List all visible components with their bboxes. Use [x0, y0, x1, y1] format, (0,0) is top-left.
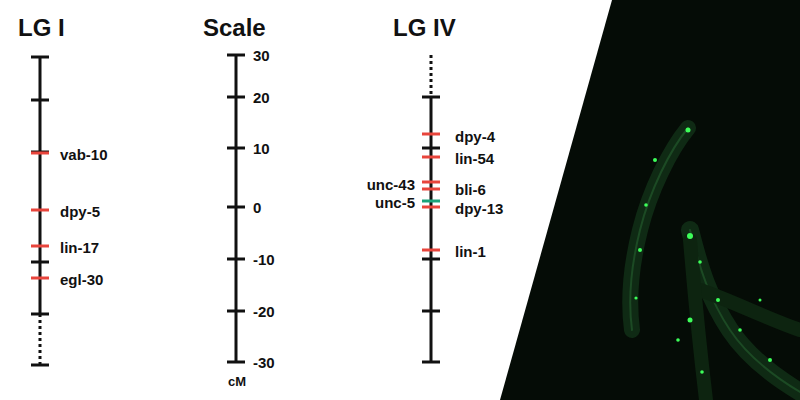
gene-label: egl-30: [60, 272, 103, 287]
scale-number: 10: [253, 141, 270, 156]
gene-label: dpy-4: [455, 129, 495, 144]
lg1-gene-ticks: [31, 153, 49, 278]
gene-label: vab-10: [60, 147, 108, 162]
gene-label: lin-1: [455, 244, 486, 259]
scale-number: 30: [253, 48, 270, 63]
unit-label: cM: [228, 375, 246, 388]
gene-label: bli-6: [455, 182, 486, 197]
microscopy-panel: [500, 0, 800, 400]
gene-label: dpy-5: [60, 204, 100, 219]
gene-label: unc-43: [367, 177, 415, 192]
scale-number: -10: [253, 252, 275, 267]
scale-number: 20: [253, 90, 270, 105]
fluorescent-dots: [634, 128, 772, 374]
scale-title: Scale: [203, 16, 266, 40]
scale-number: -20: [253, 304, 275, 319]
gene-label: lin-17: [60, 240, 99, 255]
lg4-axis: [422, 55, 440, 362]
gene-label: unc-5: [375, 195, 415, 210]
lg1-axis: [31, 57, 49, 365]
lg4-highlight-tick: [422, 200, 440, 203]
linkage-group-title: LG I: [18, 16, 65, 40]
gene-label: dpy-13: [455, 201, 503, 216]
worm-image: [630, 128, 800, 400]
lg4-gene-ticks: [422, 134, 440, 250]
gene-label: lin-54: [455, 151, 494, 166]
scale-axis: [227, 55, 245, 362]
scale-number: 0: [253, 200, 261, 215]
linkage-group-title: LG IV: [393, 16, 456, 40]
scale-number: -30: [253, 355, 275, 370]
